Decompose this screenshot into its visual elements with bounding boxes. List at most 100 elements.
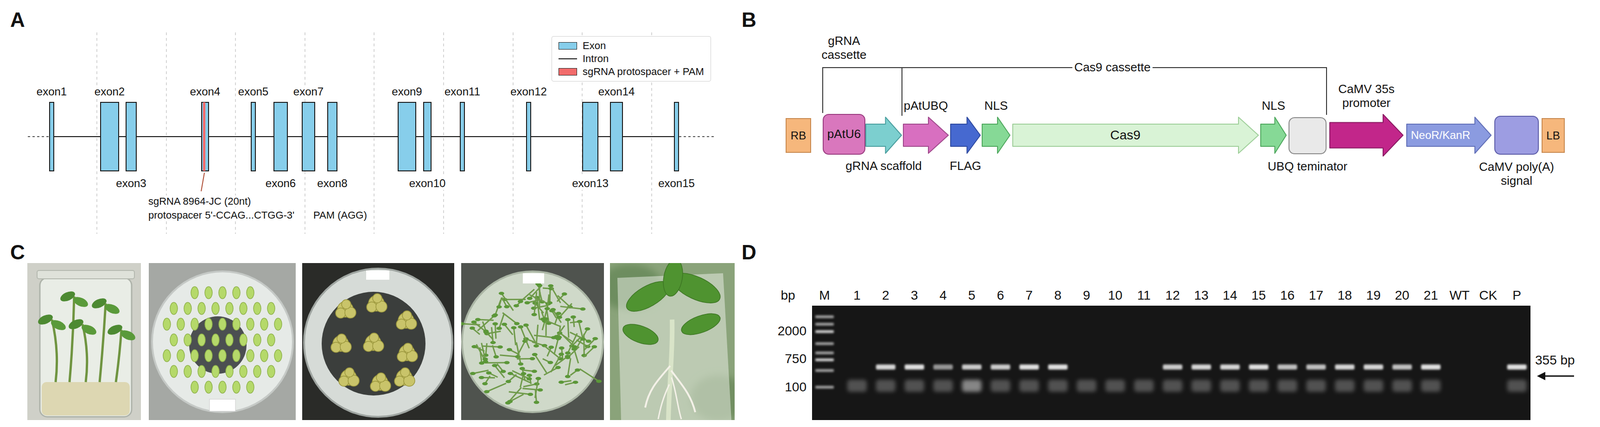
shoot xyxy=(554,338,559,355)
intron-line xyxy=(315,136,328,138)
shoot xyxy=(533,335,554,338)
grid-line xyxy=(443,32,445,235)
panel-letter: B xyxy=(741,8,757,32)
shoot xyxy=(583,347,595,358)
text-group: pAtU6 xyxy=(827,127,861,142)
legend-row: Intron xyxy=(558,52,705,66)
box-shape xyxy=(1494,116,1539,155)
shape-outline xyxy=(49,101,55,172)
shoot-leaf xyxy=(469,372,476,376)
shoot xyxy=(574,349,579,364)
band-size-label: 355 bp xyxy=(1535,353,1575,369)
lane-label: 21 xyxy=(1423,288,1438,304)
shoot-leaf xyxy=(531,369,538,374)
box-shape xyxy=(786,118,811,153)
element-label: FLAG xyxy=(949,159,982,174)
legend-text: sgRNA protospacer + PAM xyxy=(582,65,705,78)
arrow-shape xyxy=(1406,117,1492,154)
shape-outline xyxy=(423,101,432,172)
shoot xyxy=(477,316,495,332)
leaf-explant xyxy=(239,365,248,378)
shoot-leaf xyxy=(478,376,485,380)
box-shape xyxy=(327,102,337,172)
shoot-leaf xyxy=(565,374,571,379)
plant-stem xyxy=(115,330,122,383)
arrow-shape xyxy=(982,117,1010,154)
shoot-leaf xyxy=(596,380,602,384)
callus xyxy=(344,368,355,378)
lane-label: 15 xyxy=(1251,288,1266,304)
legend-swatch xyxy=(558,42,578,50)
box-shape xyxy=(1288,117,1327,154)
text-group: CaMV 35s promoter xyxy=(1322,82,1411,111)
ladder-band xyxy=(815,369,834,373)
leaf-explant xyxy=(190,349,199,362)
box-shape xyxy=(126,102,137,172)
shoot-leaf xyxy=(482,382,488,386)
dish-tag xyxy=(209,399,236,412)
plant-stem xyxy=(668,319,673,421)
lane-label: 8 xyxy=(1054,288,1062,304)
legend: ExonIntronsgRNA protospacer + PAM xyxy=(551,36,712,82)
shoot xyxy=(486,383,507,393)
pcr-band xyxy=(1507,364,1527,370)
lane-label: 6 xyxy=(996,288,1005,304)
shape-outline xyxy=(582,101,599,172)
shape-outline xyxy=(865,116,902,154)
box-shape xyxy=(49,102,54,172)
plant-leaf xyxy=(49,318,68,333)
lane-label: 2 xyxy=(882,288,890,304)
shape-outline xyxy=(673,101,680,172)
pcr-band xyxy=(1191,364,1212,370)
text-group: exon14 xyxy=(596,85,637,99)
exon-box: exon10 xyxy=(423,101,432,172)
shoot-leaf xyxy=(555,311,562,316)
shoot-leaf xyxy=(592,337,598,341)
shoot-leaf xyxy=(558,352,565,356)
shoot xyxy=(567,358,571,377)
element-label: NLS xyxy=(1261,99,1286,114)
text-group: exon2 xyxy=(93,85,127,99)
shoot-leaf xyxy=(517,362,524,366)
exon-label: exon1 xyxy=(35,85,69,99)
shoot-leaf xyxy=(556,336,562,340)
exon-label: exon11 xyxy=(443,85,482,99)
intron-line xyxy=(431,136,460,138)
shape-outline xyxy=(201,101,210,172)
text-group: exon11 xyxy=(443,85,482,99)
pcr-band xyxy=(1334,364,1355,370)
leaf-explant xyxy=(204,318,213,331)
band-pointer-head xyxy=(1536,372,1546,381)
pcr-band xyxy=(1019,364,1039,370)
element-label: LB xyxy=(1546,129,1560,143)
pcr-band xyxy=(876,364,896,370)
shoot-leaf xyxy=(547,284,554,288)
intron-line xyxy=(119,136,126,138)
lane-label: M xyxy=(819,288,830,304)
leaf-explant xyxy=(218,318,227,331)
leaf-explant xyxy=(163,349,171,362)
primer-smear xyxy=(1134,380,1154,393)
shoot-leaf xyxy=(584,327,591,331)
axis-unit: bp xyxy=(780,288,795,304)
leaf-explant xyxy=(177,318,185,331)
text-group: NeoR/KanR xyxy=(1410,128,1471,142)
element-label: NeoR/KanR xyxy=(1410,128,1471,142)
text-group: exon3 xyxy=(114,177,148,191)
callus xyxy=(366,302,377,313)
shoot-leaf xyxy=(526,377,533,381)
plant-leaf xyxy=(80,323,98,338)
shoot-leaf xyxy=(505,380,512,384)
shoot-leaf xyxy=(531,306,537,311)
shoot xyxy=(570,332,589,342)
box-shape xyxy=(1542,118,1565,153)
gene-line-extension xyxy=(679,136,714,138)
text-group: Cas9 xyxy=(1110,127,1141,143)
exon-label: exon4 xyxy=(188,85,222,99)
exon-label: exon15 xyxy=(656,177,697,191)
primer-smear xyxy=(1019,380,1039,393)
leaf-explant xyxy=(190,381,199,394)
box-shape xyxy=(398,102,416,172)
lane-label: P xyxy=(1512,288,1522,304)
photo-background xyxy=(461,263,604,421)
